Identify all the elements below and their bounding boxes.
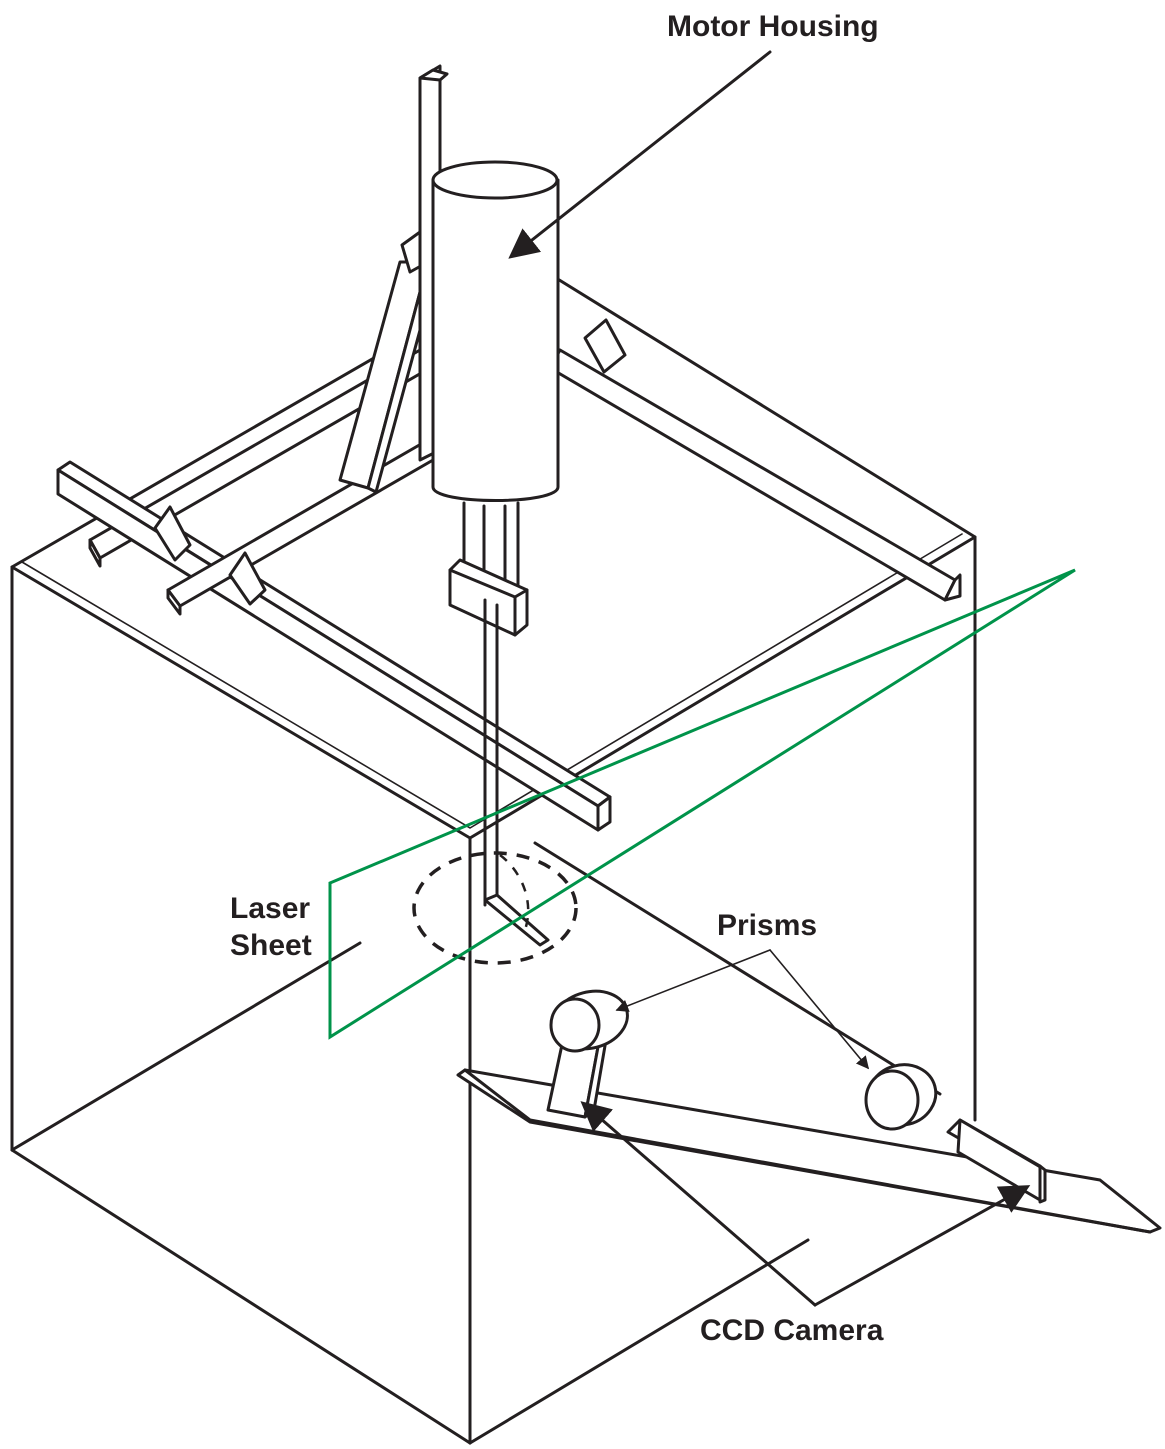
prism-left: [549, 989, 629, 1053]
motor-housing: [431, 160, 560, 947]
water-tank: [10, 263, 977, 1445]
motor-housing-label: Motor Housing: [667, 10, 879, 43]
annotation-arrows: [508, 50, 1031, 1307]
laser-sheet-outline: [328, 568, 1076, 1040]
prism-right: [864, 1063, 938, 1131]
laser-sheet-label-line1: Laser: [230, 892, 310, 925]
ccd-camera-arrow-left: [580, 1101, 817, 1307]
motor-housing-arrow: [508, 50, 772, 259]
prisms-arrow-left: [615, 949, 771, 1012]
ccd-camera-arrow-right: [813, 1185, 1031, 1307]
prisms-label: Prisms: [717, 909, 817, 942]
support-frame: [56, 64, 962, 832]
ccd-camera-label: CCD Camera: [700, 1314, 884, 1347]
measurement-region: [412, 851, 578, 965]
prisms-arrow-right: [769, 949, 870, 1070]
camera-tray: [456, 1068, 1162, 1234]
ccd-camera-right: [946, 1118, 1047, 1204]
laser-sheet: [328, 568, 1076, 1040]
laser-sheet-label-line2: Sheet: [230, 929, 312, 962]
